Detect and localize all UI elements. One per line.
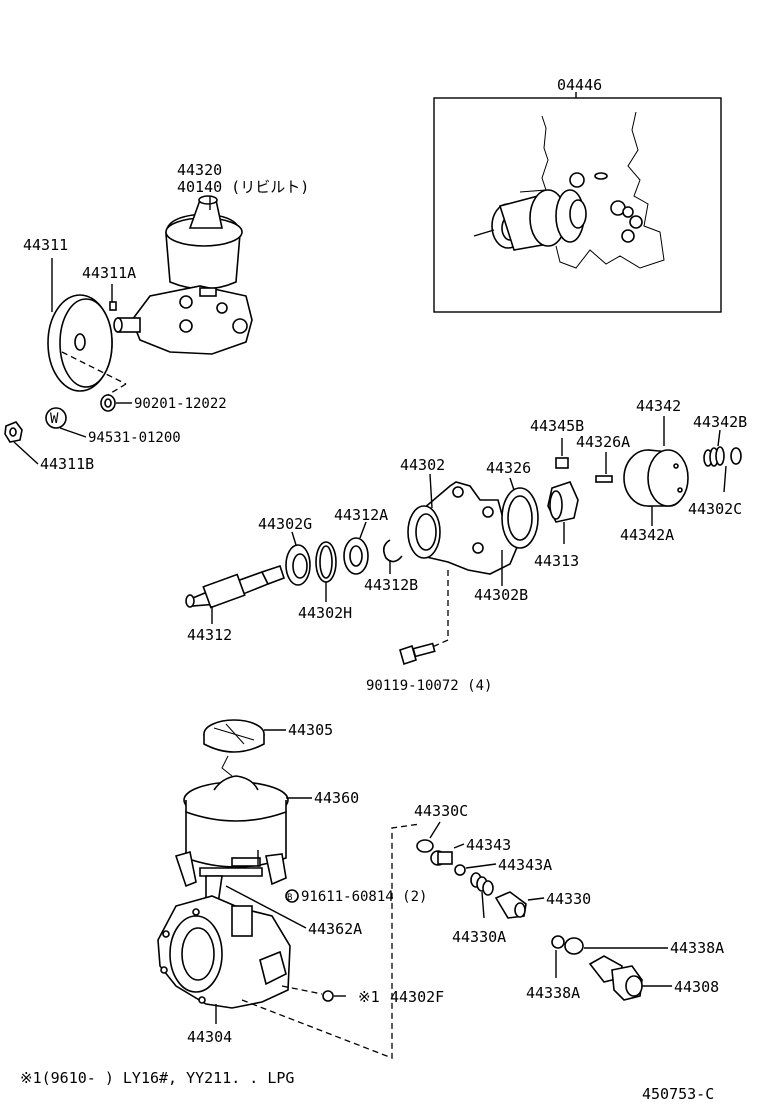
o-rings: 44338A 44338A — [526, 935, 724, 1002]
spring: 44342B — [693, 413, 747, 467]
label-44304: 44304 — [187, 1028, 232, 1046]
label-44311a: 44311A — [82, 264, 136, 282]
pulley: 44311 44311A — [23, 236, 136, 397]
label-44362a: 44362A — [308, 920, 362, 938]
pump-body: 44304 — [157, 895, 323, 1046]
bolt: 90119-10072 (4) — [366, 642, 492, 694]
reservoir: 44360 — [174, 775, 359, 888]
label-90119-10072: 90119-10072 (4) — [366, 678, 492, 694]
footnote: ※1(9610- ) LY16#, YY211. . LPG — [20, 1069, 294, 1087]
housing: 44302 — [400, 456, 521, 649]
bearing: 44302G — [258, 515, 312, 586]
washer: 90201-12022 — [100, 394, 227, 412]
bolt-symbol-b: B — [287, 893, 292, 903]
label-44342: 44342 — [636, 397, 681, 415]
union: 44308 — [588, 955, 719, 1001]
pin-a: 44326A — [576, 433, 630, 483]
snap-ring-a: 44312A — [334, 506, 388, 575]
label-44311: 44311 — [23, 236, 68, 254]
reservoir-cap: 44305 — [203, 719, 333, 777]
valve-spring: 44330A — [452, 872, 506, 946]
label-44302g: 44302G — [258, 515, 312, 533]
bracket: 44362A — [205, 875, 362, 938]
plate-washer: W 94531-01200 — [45, 407, 181, 446]
label-44345b: 44345B — [530, 417, 584, 435]
label-44338a-right: 44338A — [670, 939, 724, 957]
label-40140: 40140 (リビルト) — [177, 178, 309, 196]
label-91611-60814: 91611-60814 (2) — [301, 889, 427, 905]
star-note-mark: ※1 — [358, 988, 380, 1006]
label-44302c: 44302C — [688, 500, 742, 518]
label-44343a: 44343A — [498, 856, 552, 874]
washer-symbol-w: W — [50, 411, 59, 427]
snap-ring-b: 44312B — [364, 539, 418, 594]
kit-box: 04446 — [433, 76, 722, 313]
label-44302: 44302 — [400, 456, 445, 474]
pump-assembly: 44320 40140 (リビルト) — [113, 161, 309, 355]
label-44302b: 44302B — [474, 586, 528, 604]
label-44326a: 44326A — [576, 433, 630, 451]
label-44313: 44313 — [534, 552, 579, 570]
label-44342b: 44342B — [693, 413, 747, 431]
reservoir-bolt: B 91611-60814 (2) — [285, 889, 427, 905]
label-44320: 44320 — [177, 161, 222, 179]
plug: ※1 44302F — [322, 988, 444, 1006]
label-44302f: 44302F — [390, 988, 444, 1006]
label-44342a: 44342A — [620, 526, 674, 544]
valve: 44343 — [430, 836, 511, 866]
label-44312b: 44312B — [364, 576, 418, 594]
o-ring-c: 44302C — [688, 447, 742, 518]
cam-ring: 44326 44302B — [474, 459, 539, 604]
nut: 44311B — [4, 421, 94, 473]
control-valve: 44330 — [494, 890, 591, 919]
label-44326: 44326 — [486, 459, 531, 477]
label-94531-01200: 94531-01200 — [88, 430, 181, 446]
label-44308: 44308 — [674, 978, 719, 996]
label-44311b: 44311B — [40, 455, 94, 473]
shaft: 44312 — [185, 564, 286, 644]
rotor: 44313 — [534, 481, 579, 570]
label-44343: 44343 — [466, 836, 511, 854]
label-44305: 44305 — [288, 721, 333, 739]
label-44330a: 44330A — [452, 928, 506, 946]
end-cover: 44342 44342A — [620, 397, 689, 544]
label-44312: 44312 — [187, 626, 232, 644]
pin-b: 44345B — [530, 417, 584, 469]
figure-code: 450753-C — [642, 1085, 714, 1103]
label-04446: 04446 — [557, 76, 602, 94]
label-44330: 44330 — [546, 890, 591, 908]
label-44330c: 44330C — [414, 802, 468, 820]
snap-ring-h: 44302H — [298, 541, 352, 622]
label-44338a-left: 44338A — [526, 984, 580, 1002]
valve-a: 44343A — [454, 856, 552, 876]
label-44360: 44360 — [314, 789, 359, 807]
valve-seat: 44330C — [414, 802, 468, 853]
label-44312a: 44312A — [334, 506, 388, 524]
label-90201-12022: 90201-12022 — [134, 396, 227, 412]
label-44302h: 44302H — [298, 604, 352, 622]
